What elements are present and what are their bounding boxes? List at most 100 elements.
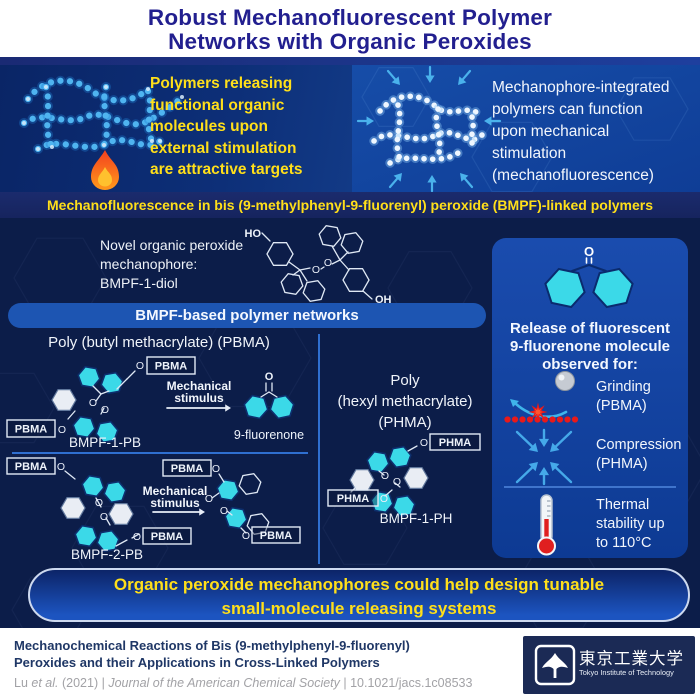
peroxide-o-label: O bbox=[89, 397, 97, 409]
phma-header-line: (hexyl methacrylate) bbox=[337, 393, 473, 410]
o-label: O bbox=[380, 493, 388, 505]
citation-authors: Lu bbox=[14, 676, 32, 690]
intro-banner: Polymers releasing functional organic mo… bbox=[0, 65, 700, 192]
intro-right-line: polymers can function bbox=[492, 101, 643, 118]
stimulus-label: Mechanical bbox=[143, 484, 208, 498]
mechanophore-caption: Novel organic peroxide mechanophore: BMP… bbox=[100, 236, 243, 293]
mechanophore-caption-line: BMPF-1-diol bbox=[100, 275, 178, 291]
citation-doi: | 10.1021/jacs.1c08533 bbox=[339, 676, 473, 690]
intro-right-line: upon mechanical bbox=[492, 123, 610, 140]
o-label: O bbox=[58, 424, 66, 436]
paper-title-line: Mechanochemical Reactions of Bis (9-meth… bbox=[14, 638, 410, 653]
ketone-o-label: O bbox=[205, 493, 213, 505]
release-panel: O Release of fluorescent 9-fluorenone mo… bbox=[492, 238, 688, 558]
o-label: O bbox=[136, 360, 144, 372]
bmpf-2-pb-label: BMPF-2-PB bbox=[71, 547, 143, 562]
grinding-label-line: (PBMA) bbox=[596, 398, 647, 414]
intro-left-line: functional organic bbox=[150, 96, 285, 114]
bmpf-1-pb-label: BMPF-1-PB bbox=[69, 435, 141, 450]
peroxide-o-label: O bbox=[100, 511, 108, 523]
intro-left-line: Polymers releasing bbox=[150, 75, 293, 92]
release-heading: Release of fluorescent 9-fluorenone mole… bbox=[492, 320, 688, 374]
intro-right-line: stimulation bbox=[492, 145, 567, 162]
compression-icon bbox=[515, 428, 573, 486]
intro-left-line: external stimulation bbox=[150, 139, 297, 157]
logo-english-name: Tokyo Institute of Technology bbox=[579, 668, 674, 677]
mechanophore-caption-line: Novel organic peroxide bbox=[100, 237, 244, 253]
phma-section-header: Poly (hexyl methacrylate) (PHMA) bbox=[324, 370, 486, 433]
intro-left-text: Polymers releasing functional organic mo… bbox=[150, 73, 352, 181]
mechanophore-caption-line: mechanophore: bbox=[100, 256, 198, 272]
conclusion-banner: Organic peroxide mechanophores could hel… bbox=[28, 568, 690, 622]
o-label: O bbox=[57, 461, 65, 473]
footer: Mechanochemical Reactions of Bis (9-meth… bbox=[0, 628, 700, 700]
pbma-chip bbox=[251, 526, 301, 544]
section-headline-text: Mechanofluorescence in bis (9-methylphen… bbox=[47, 197, 653, 213]
peroxide-o-label: O bbox=[381, 470, 389, 482]
main-section: Novel organic peroxide mechanophore: BMP… bbox=[0, 218, 700, 628]
ketone-o-label: O bbox=[220, 505, 228, 517]
horizontal-divider bbox=[12, 452, 308, 454]
thermometer-icon bbox=[537, 494, 556, 556]
polymer-network-icon bbox=[19, 75, 187, 154]
pbma-chip-label: PBMA bbox=[15, 424, 47, 436]
tokyo-tech-logo: 東京工業大学 Tokyo Institute of Technology bbox=[523, 636, 695, 694]
pbma-chip bbox=[146, 356, 196, 375]
bmpf-2-pb-reaction: PBMA O O O PBMA O BMPF-2-PB Mechanical s… bbox=[6, 457, 301, 562]
paper-title-line: Peroxides and their Applications in Cros… bbox=[14, 654, 380, 670]
ketone-o-label: O bbox=[265, 371, 274, 383]
intro-left-line: molecules upon bbox=[150, 118, 268, 135]
intro-right-line: (mechanofluorescence) bbox=[492, 167, 654, 184]
intro-right-panel: Mechanophore-integrated polymers can fun… bbox=[352, 65, 700, 192]
tokyo-tech-mark-icon bbox=[534, 644, 576, 686]
conclusion-line: Organic peroxide mechanophores could hel… bbox=[113, 575, 605, 594]
stimulus-label: stimulus bbox=[150, 496, 200, 510]
networks-banner-pill: BMPF-based polymer networks bbox=[8, 303, 486, 328]
bmpf-1-ph-label: BMPF-1-PH bbox=[380, 511, 453, 526]
compressed-network-icon bbox=[356, 65, 502, 192]
intro-left-panel: Polymers releasing functional organic mo… bbox=[0, 65, 352, 192]
title-line-1: Robust Mechanofluorescent Polymer bbox=[147, 5, 553, 30]
vertical-divider bbox=[318, 334, 320, 564]
ketone-o-label: O bbox=[584, 244, 594, 259]
peroxide-o-label: O bbox=[393, 476, 401, 488]
citation-journal: Journal of the American Chemical Society bbox=[108, 676, 340, 690]
pbma-section-header: Poly (butyl methacrylate) (PBMA) bbox=[48, 334, 270, 351]
pbma-chip-label: PBMA bbox=[151, 531, 183, 543]
logo-japanese-name: 東京工業大学 bbox=[579, 650, 684, 668]
release-heading-line: 9-fluorenone molecule bbox=[509, 338, 671, 355]
phma-chip-label: PHMA bbox=[439, 437, 471, 449]
fluorenone-label: 9-fluorenone bbox=[234, 428, 304, 442]
page-title: Robust Mechanofluorescent Polymer Networ… bbox=[0, 0, 700, 57]
compression-label-line: (PHMA) bbox=[596, 456, 648, 472]
pbma-chip-label: PBMA bbox=[260, 530, 292, 542]
citation-year: (2021) | bbox=[58, 676, 109, 690]
pbma-chip-label: PBMA bbox=[15, 461, 47, 473]
phma-chip bbox=[429, 433, 481, 451]
phma-header-line: Poly bbox=[390, 372, 420, 389]
thermal-label: Thermal stability up to 110°C bbox=[596, 496, 665, 553]
citation: Lu et al. (2021) | Journal of the Americ… bbox=[14, 676, 472, 690]
divider-strip bbox=[0, 57, 700, 65]
stimulus-label: Mechanical bbox=[167, 379, 232, 393]
thermal-label-line: Thermal bbox=[596, 497, 650, 513]
release-heading-line: observed for: bbox=[542, 356, 638, 373]
thermal-label-line: to 110°C bbox=[596, 535, 652, 551]
phma-chip bbox=[327, 489, 379, 507]
intro-right-text: Mechanophore-integrated polymers can fun… bbox=[492, 77, 700, 187]
o-label: O bbox=[212, 463, 220, 475]
pbma-chip bbox=[6, 457, 56, 475]
pbma-chip-label: PBMA bbox=[171, 463, 203, 475]
intro-left-line: are attractive targets bbox=[150, 161, 303, 178]
paper-title: Mechanochemical Reactions of Bis (9-meth… bbox=[14, 638, 410, 671]
o-label: O bbox=[242, 530, 250, 542]
fluorenone-structure: O bbox=[544, 244, 634, 309]
flame-icon bbox=[91, 150, 119, 190]
bmpf-1-pb-reaction: O PBMA O O PBMA O BMPF-1-PB Mechanical s… bbox=[6, 356, 304, 450]
intro-right-line: Mechanophore-integrated bbox=[492, 79, 670, 96]
release-heading-line: Release of fluorescent bbox=[509, 320, 671, 337]
title-line-2: Networks with Organic Peroxides bbox=[168, 29, 532, 54]
conclusion-line: small-molecule releasing systems bbox=[221, 599, 497, 618]
citation-etal: et al. bbox=[31, 676, 59, 690]
